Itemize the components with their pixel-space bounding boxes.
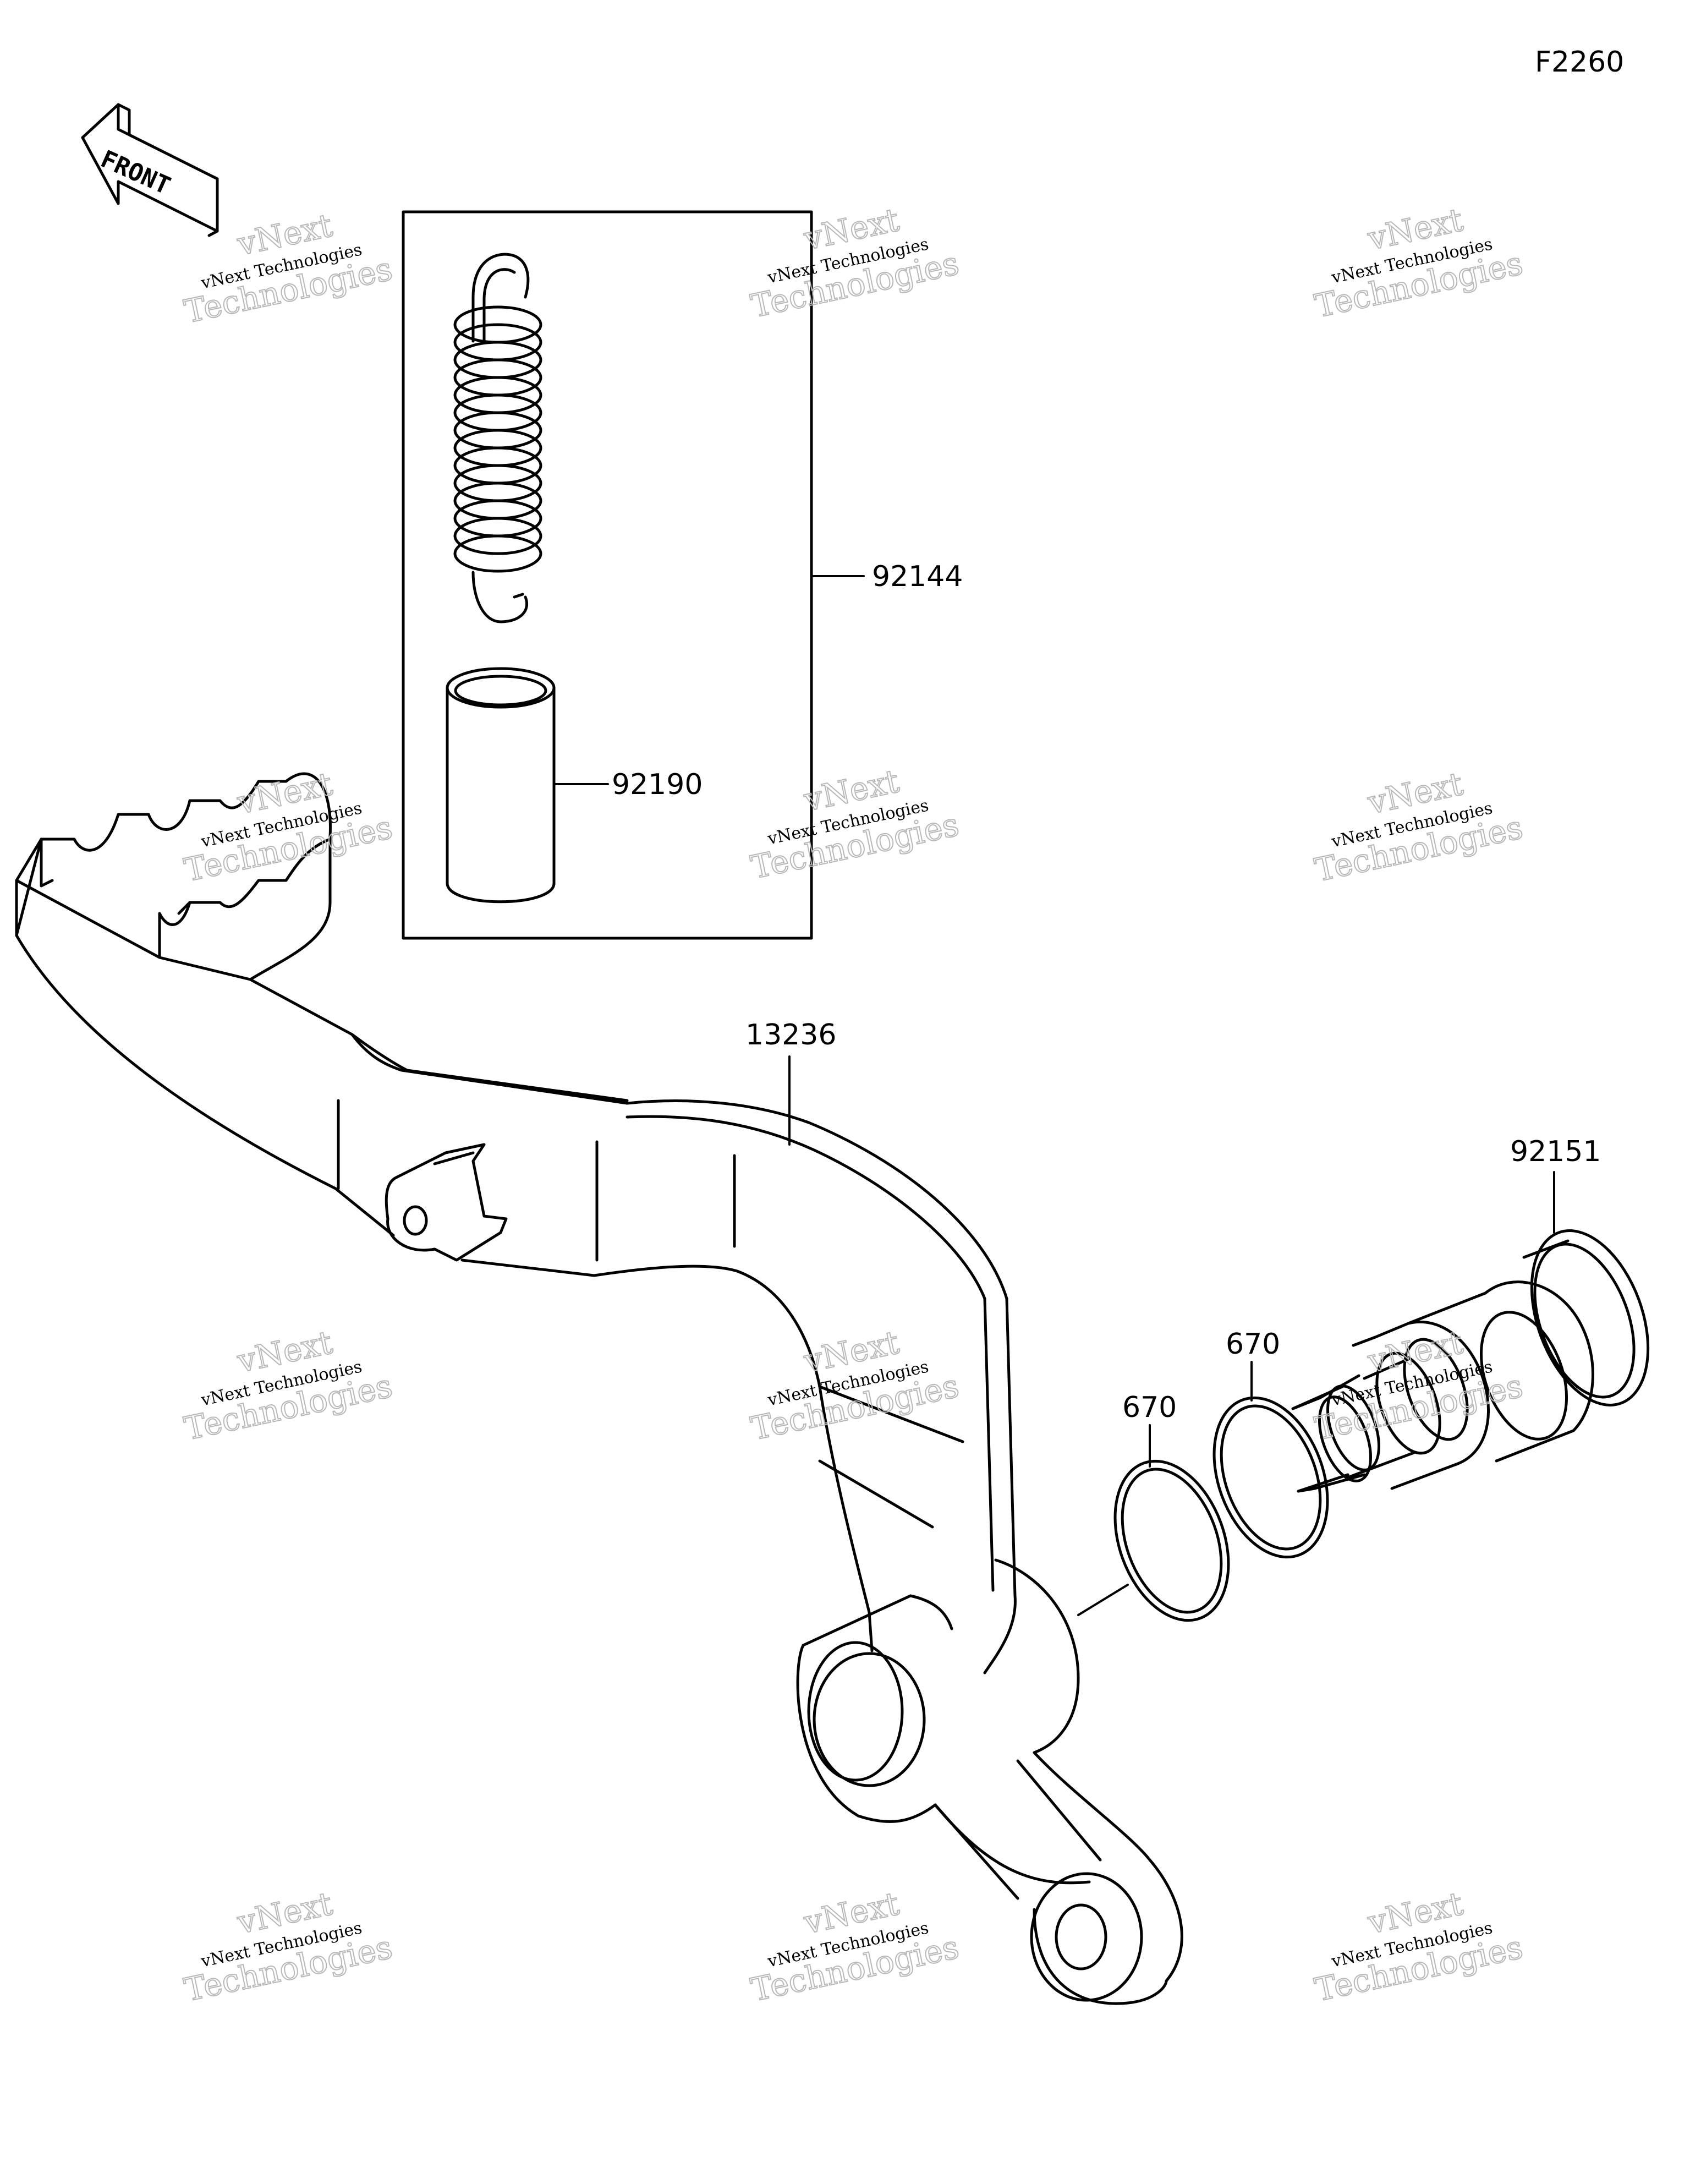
spring-kit-box [402,210,813,940]
watermark: vNext vNext Technologies Technologies [180,764,396,889]
callout-670-inner: 670 [1122,1391,1177,1424]
watermark-grid: vNext vNext Technologies Technologies vN… [180,200,1527,2009]
watermark: vNext vNext Technologies Technologies [180,206,396,331]
watermark: vNext vNext Technologies Technologies [747,762,963,886]
watermark: vNext vNext Technologies Technologies [1311,1884,1527,2009]
collar [446,667,556,904]
front-label: FRONT [97,145,175,200]
watermark: vNext vNext Technologies Technologies [180,1884,396,2009]
o-ring-outer [1212,1396,1329,1559]
o-ring-inner [1113,1459,1230,1622]
watermark: vNext vNext Technologies Technologies [1311,1323,1527,1448]
pivot-bolt [1291,1229,1650,1493]
brake-pedal [15,772,1183,2005]
watermark: vNext vNext Technologies Technologies [747,1884,963,2009]
watermark: vNext vNext Technologies Technologies [180,1323,396,1448]
watermark: vNext vNext Technologies Technologies [1311,764,1527,889]
callout-92190: 92190 [612,768,703,801]
callout-670-outer: 670 [1226,1328,1280,1361]
callout-13236: 13236 [745,1019,836,1052]
spring [453,253,542,623]
figure-code: F2260 [1535,46,1624,79]
front-arrow-icon: FRONT [81,103,219,237]
watermark: vNext vNext Technologies Technologies [1311,200,1527,325]
callout-92151: 92151 [1510,1135,1601,1168]
callout-92144: 92144 [872,560,963,593]
